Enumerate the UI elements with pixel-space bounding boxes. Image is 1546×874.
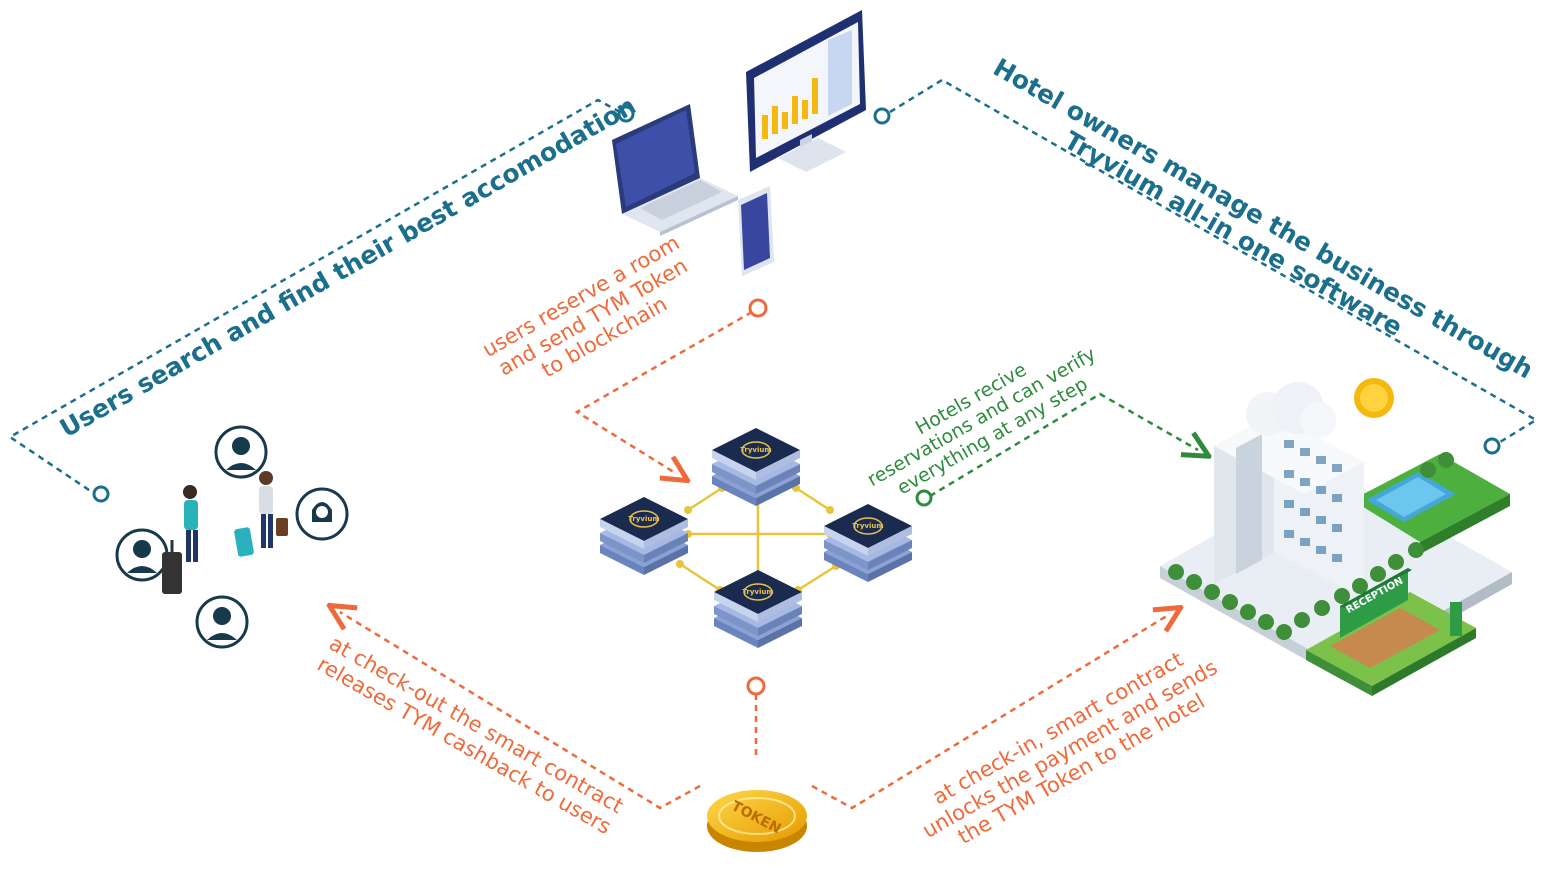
user-avatar-icon xyxy=(195,595,249,649)
blockchain-node-icon xyxy=(713,569,803,649)
traveler-icon xyxy=(162,485,198,594)
reserve-arrow xyxy=(574,310,753,474)
user-avatar-icon xyxy=(214,425,268,479)
node-logo-text: Tryvium xyxy=(628,515,659,523)
traveler-icon xyxy=(234,471,288,557)
blockchain-node-icon xyxy=(599,496,689,576)
monitor-icon xyxy=(746,10,866,172)
user-avatar-icon xyxy=(295,487,349,541)
node-logo-text: Tryvium xyxy=(852,522,883,530)
checkout-arrow xyxy=(340,612,701,810)
node-logo-text: Tryvium xyxy=(740,446,771,454)
checkin-arrow xyxy=(811,614,1170,810)
verify-arrow xyxy=(929,392,1198,498)
users-connector xyxy=(7,98,621,494)
laptop-icon xyxy=(612,104,738,236)
node-logo-text: Tryvium xyxy=(742,588,773,596)
sun-icon xyxy=(1354,378,1394,418)
blockchain-node-icon xyxy=(711,427,801,507)
hotel-icon: RECEPTION xyxy=(1160,382,1512,696)
phone-icon xyxy=(738,186,774,276)
token-coin-icon: TOKEN xyxy=(707,790,807,852)
user-avatar-icon xyxy=(115,528,169,582)
